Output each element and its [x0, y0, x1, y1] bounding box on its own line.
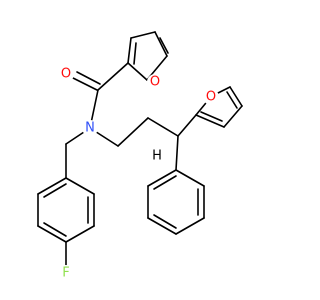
- atom-o-furan-right: O: [203, 89, 219, 105]
- bond: [147, 169, 177, 187]
- atom-label-f: F: [62, 266, 69, 281]
- bond: [76, 71, 101, 85]
- bond: [97, 62, 129, 91]
- bond: [117, 117, 149, 147]
- atom-o-carbonyl: O: [58, 66, 74, 82]
- molecule-structure: O O N O H F: [37, 31, 243, 281]
- atom-f-aryl: F: [58, 265, 74, 281]
- bond: [43, 222, 67, 237]
- bond: [195, 114, 225, 128]
- atom-label-o: O: [206, 90, 216, 105]
- bond: [200, 111, 223, 122]
- bond: [154, 31, 168, 57]
- bond: [175, 169, 205, 187]
- bond: [127, 37, 132, 64]
- bond: [226, 91, 238, 109]
- bond: [65, 177, 95, 195]
- bond: [37, 177, 67, 195]
- bond: [147, 117, 179, 137]
- bond: [127, 62, 148, 81]
- bond: [229, 86, 243, 107]
- atom-n-amide: N: [82, 120, 98, 136]
- bond: [175, 217, 205, 235]
- bond: [43, 183, 67, 198]
- bond: [37, 225, 67, 243]
- bond: [147, 217, 177, 235]
- atom-label-o: O: [150, 75, 160, 90]
- bond: [65, 225, 95, 243]
- atom-o-furan-top: O: [147, 74, 163, 90]
- bond: [72, 77, 98, 91]
- atom-h-methine: H: [150, 149, 164, 164]
- atom-label-h: H: [152, 149, 162, 164]
- bond: [175, 135, 179, 171]
- bond: [177, 114, 197, 137]
- atom-label-o: O: [61, 67, 71, 82]
- bond: [133, 42, 137, 65]
- bond: [223, 105, 243, 128]
- bond: [153, 175, 177, 190]
- atom-label-n: N: [85, 121, 95, 136]
- bond: [130, 31, 156, 39]
- bond: [159, 37, 169, 54]
- bond: [153, 214, 177, 229]
